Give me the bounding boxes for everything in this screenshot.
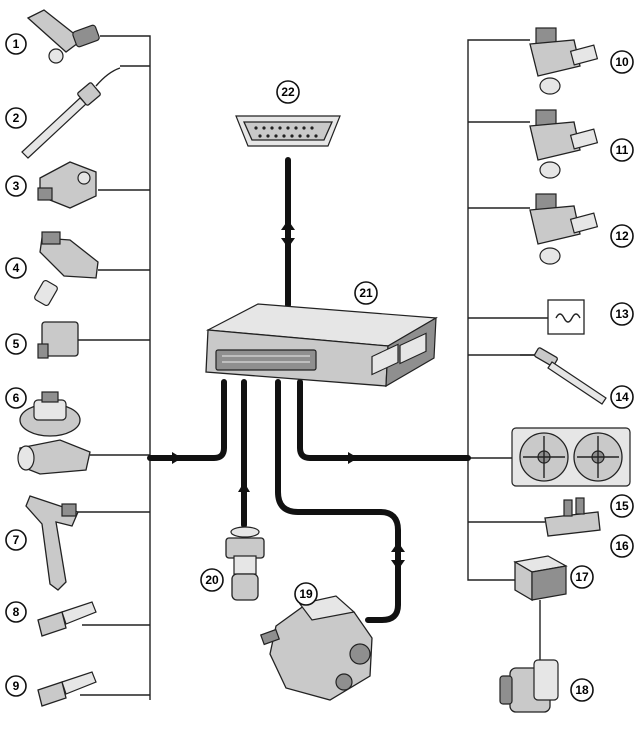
svg-text:8: 8 xyxy=(13,605,20,619)
svg-text:6: 6 xyxy=(13,391,20,405)
svg-text:7: 7 xyxy=(13,533,20,547)
callout-8: 8 xyxy=(5,601,27,623)
small-relay xyxy=(37,321,79,359)
solenoid-valve-bottom xyxy=(529,193,599,265)
heater-element-box xyxy=(547,299,585,335)
arrow-up-icon xyxy=(391,542,405,552)
callout-4: 4 xyxy=(5,257,27,279)
svg-text:14: 14 xyxy=(615,390,629,404)
svg-text:22: 22 xyxy=(281,85,295,99)
svg-text:5: 5 xyxy=(13,337,20,351)
callout-5: 5 xyxy=(5,333,27,355)
coolant-sensor xyxy=(499,659,559,713)
svg-text:11: 11 xyxy=(616,143,629,157)
svg-text:18: 18 xyxy=(575,683,589,697)
svg-text:16: 16 xyxy=(615,539,629,553)
diagnostic-link xyxy=(281,157,295,308)
position-sensor xyxy=(37,161,97,209)
svg-text:13: 13 xyxy=(615,307,629,321)
svg-text:10: 10 xyxy=(615,55,629,69)
main-relay xyxy=(513,555,568,602)
callout-numbers: 1 2 3 4 5 6 7 8 9 10 11 12 13 14 15 16 1… xyxy=(5,33,634,702)
callout-18: 18 xyxy=(570,678,594,702)
accelerator-pedal xyxy=(25,495,79,591)
callout-16: 16 xyxy=(610,534,634,558)
air-mass-sensor xyxy=(34,231,99,307)
callout-1: 1 xyxy=(5,33,27,55)
arrow-down-icon xyxy=(281,238,295,248)
svg-text:1: 1 xyxy=(13,37,20,51)
injection-pump xyxy=(260,595,373,701)
callout-6: 6 xyxy=(5,387,27,409)
svg-text:15: 15 xyxy=(615,499,629,513)
temperature-probe xyxy=(21,67,121,159)
callout-19: 19 xyxy=(294,582,318,606)
knock-sensor xyxy=(37,671,97,707)
callout-3: 3 xyxy=(5,175,27,197)
svg-text:3: 3 xyxy=(13,179,20,193)
callout-10: 10 xyxy=(610,50,634,74)
svg-text:20: 20 xyxy=(205,573,219,587)
callout-22: 22 xyxy=(276,80,300,104)
arrow-out-of-ecu-icon xyxy=(348,452,358,464)
glow-plug xyxy=(520,347,607,405)
arrow-up-icon xyxy=(238,482,250,492)
solenoid-valve-middle xyxy=(529,109,599,179)
svg-text:9: 9 xyxy=(13,679,20,693)
callout-7: 7 xyxy=(5,529,27,551)
callout-9: 9 xyxy=(5,675,27,697)
callout-17: 17 xyxy=(570,565,594,589)
solenoid-valve-top xyxy=(529,27,599,95)
svg-text:12: 12 xyxy=(615,229,629,243)
svg-text:4: 4 xyxy=(13,261,20,275)
radiator-fans xyxy=(511,427,631,487)
ignition-switch xyxy=(225,526,265,601)
svg-text:19: 19 xyxy=(299,587,313,601)
left-sensor-wiring xyxy=(78,35,227,700)
arrow-up-icon xyxy=(281,220,295,230)
arrow-down-icon xyxy=(391,560,405,570)
callout-15: 15 xyxy=(610,494,634,518)
callout-21: 21 xyxy=(354,281,378,305)
right-actuator-wiring xyxy=(297,39,548,665)
callout-12: 12 xyxy=(610,224,634,248)
crankshaft-sensor xyxy=(26,9,100,64)
ecu-control-unit xyxy=(205,303,438,388)
callout-2: 2 xyxy=(5,107,27,129)
obd-connector xyxy=(235,115,341,147)
svg-text:21: 21 xyxy=(359,286,373,300)
svg-text:2: 2 xyxy=(13,111,20,125)
callout-14: 14 xyxy=(610,385,634,409)
temperature-switch xyxy=(544,497,601,537)
callout-20: 20 xyxy=(200,568,224,592)
egr-valve xyxy=(17,391,91,475)
callout-13: 13 xyxy=(610,302,634,326)
lower-links xyxy=(238,379,405,623)
arrow-into-ecu-icon xyxy=(172,452,182,464)
callout-11: 11 xyxy=(610,138,634,162)
svg-text:17: 17 xyxy=(575,570,589,584)
speed-sensor xyxy=(37,601,97,637)
